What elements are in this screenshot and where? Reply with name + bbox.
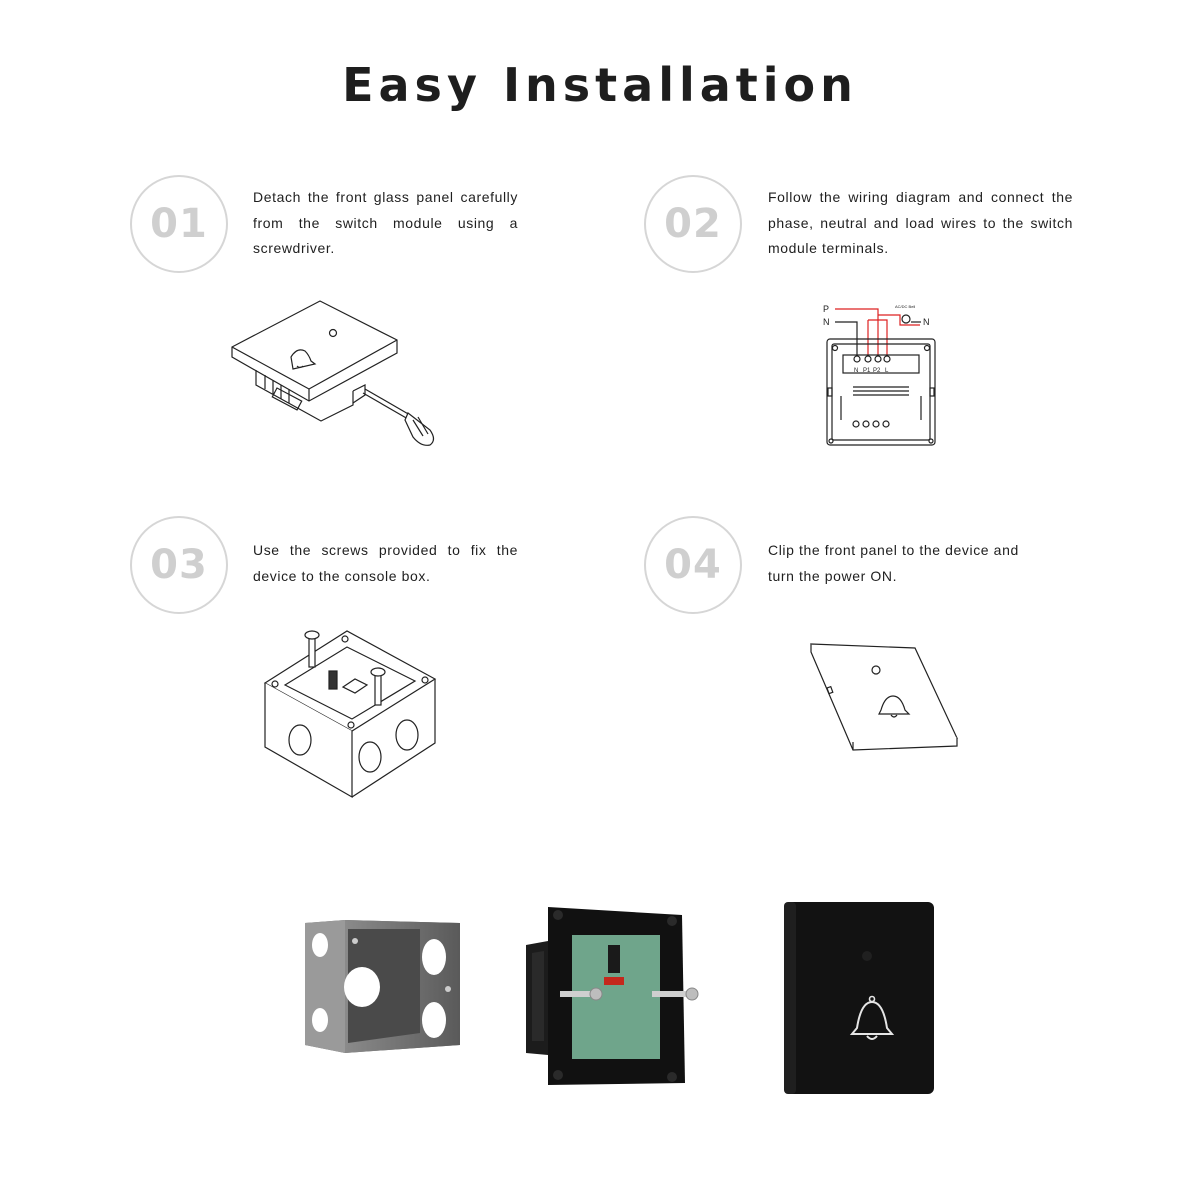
step-2-text: Follow the wiring diagram and connect th… <box>768 189 1073 256</box>
phase-label: P <box>823 304 829 314</box>
black-panel-photo <box>784 902 934 1094</box>
step-4-number: 04 <box>644 516 742 614</box>
step-4-text: Clip the front panel to the device and t… <box>768 542 1019 584</box>
step-3-text: Use the screws provided to fix the devic… <box>253 542 518 584</box>
page-title: Easy Installation <box>342 58 858 112</box>
step-2-number: 02 <box>644 175 742 273</box>
front-panel-illustration <box>810 643 958 751</box>
terminal-l: L <box>885 368 889 374</box>
terminal-p1: P1 <box>863 368 871 374</box>
terminal-p2: P2 <box>873 368 881 374</box>
step-1-text: Detach the front glass panel carefully f… <box>253 189 518 256</box>
wiring-diagram-illustration: P N AC/DC Bell N N P1 P2 L <box>823 304 936 446</box>
bell-label: AC/DC Bell <box>895 304 915 309</box>
step-1-number: 01 <box>130 175 228 273</box>
terminal-n: N <box>854 368 858 374</box>
console-box-illustration <box>263 630 437 799</box>
neutral-out-label: N <box>923 317 930 327</box>
neutral-label: N <box>823 317 830 327</box>
metal-box-photo <box>305 920 460 1053</box>
switch-module-photo <box>526 907 699 1085</box>
detach-panel-illustration <box>231 300 435 446</box>
step-3-number: 03 <box>130 516 228 614</box>
